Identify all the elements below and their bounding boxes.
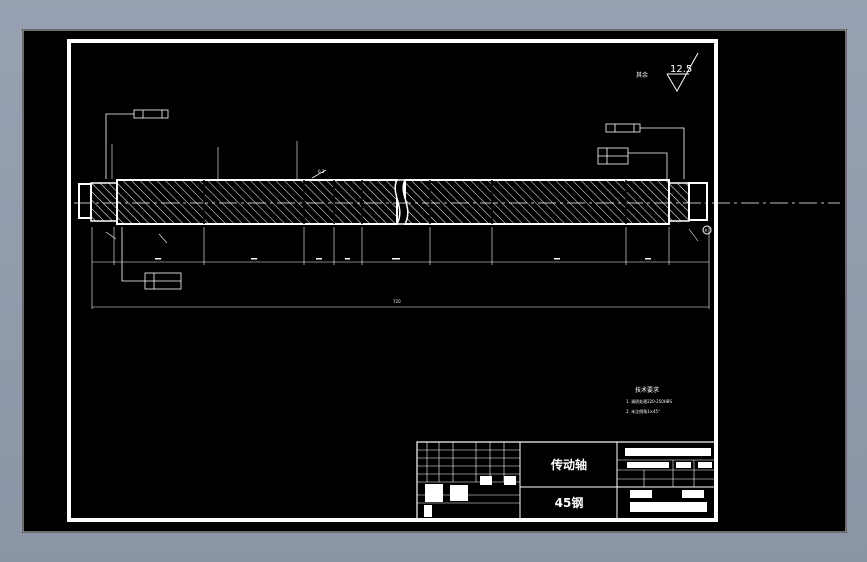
title-block: 传动轴 45钢 某某大学机械设计课程设计 JX-01: [416, 441, 717, 520]
drawing-canvas: 其余 12.5: [22, 29, 847, 533]
dimension-lines: [91, 141, 710, 309]
engineering-drawing-svg: 其余 12.5: [22, 29, 847, 533]
outer-sheet-border: [22, 29, 847, 533]
roughness-label: 其余: [636, 71, 648, 79]
roughness-value: 12.5: [670, 64, 692, 75]
chamfer-label: 0.3: [318, 169, 325, 174]
datum-letter: A: [705, 228, 708, 233]
tolerance-frames: [105, 109, 685, 290]
dimension-ticks: [155, 258, 651, 260]
notes-title: 技术要求: [635, 386, 659, 394]
shaft-section: A 0.3: [74, 169, 840, 235]
material: 45钢: [555, 495, 584, 510]
inner-drawing-frame: [67, 39, 718, 522]
part-name: 传动轴: [550, 457, 587, 472]
company-name: 某某大学机械设计课程设计: [643, 450, 691, 456]
overall-length-dimension: 720: [393, 299, 401, 304]
note-2: 2. 未注倒角1×45°: [626, 408, 660, 414]
technical-notes: 技术要求 1. 调质处理220-250HBS 2. 未注倒角1×45°: [626, 386, 672, 414]
note-1: 1. 调质处理220-250HBS: [626, 398, 672, 404]
drawing-number: JX-01: [661, 506, 673, 511]
roughness-symbol: 其余 12.5: [636, 52, 699, 93]
